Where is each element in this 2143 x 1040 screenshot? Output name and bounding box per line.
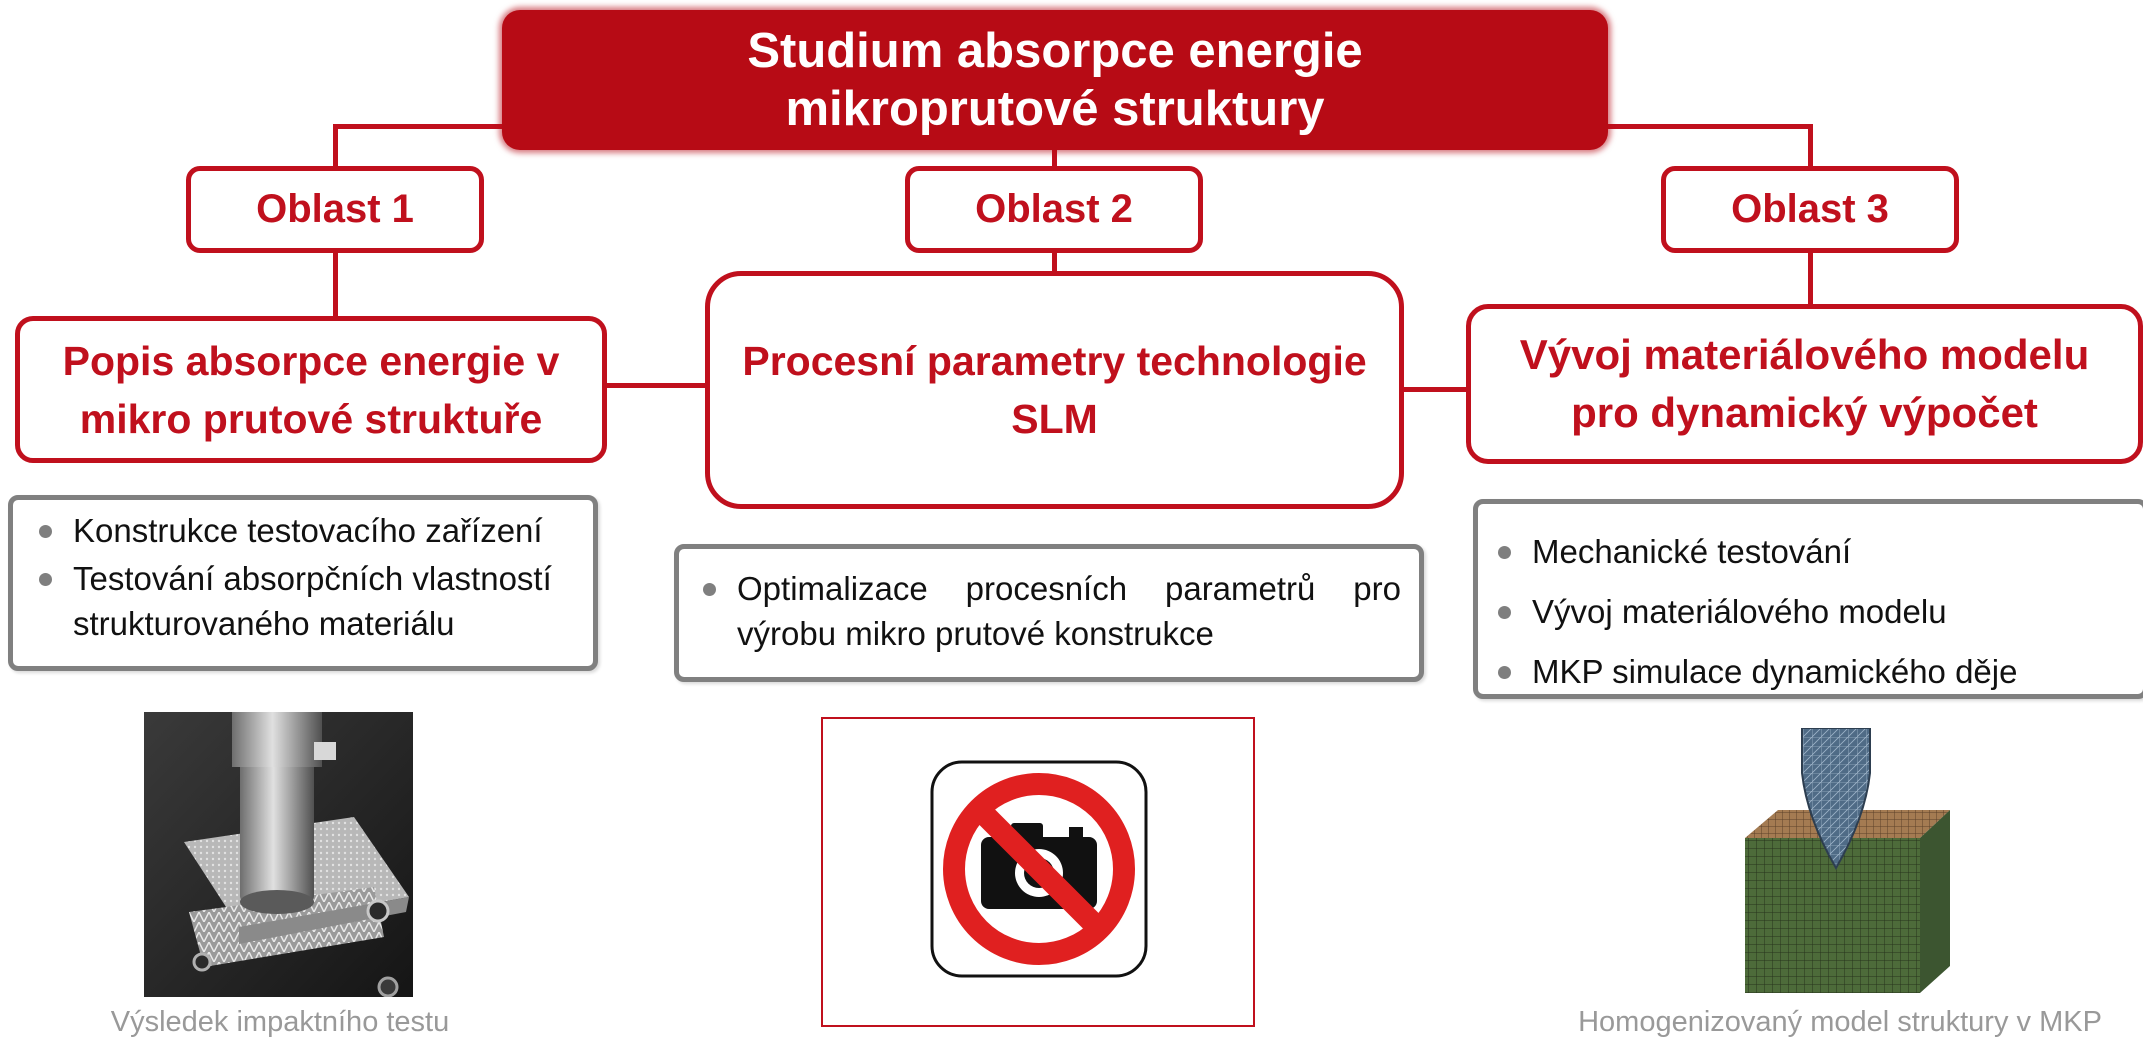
main-title: Studium absorpce energie mikroprutové st… xyxy=(502,10,1608,150)
list-item-text: Testování absorpčních vlastností struktu… xyxy=(73,560,552,642)
list-item-text: MKP simulace dynamického děje xyxy=(1532,653,2018,690)
list-item-text: Optimalizace procesních parametrů pro vý… xyxy=(737,570,1401,652)
topic-1-line1: Popis absorpce energie v xyxy=(62,337,560,384)
list-item-text: Konstrukce testovacího zařízení xyxy=(73,512,543,549)
connector-area1-topic xyxy=(333,253,338,318)
list-item: MKP simulace dynamického děje xyxy=(1494,642,2123,702)
list-item: Optimalizace procesních parametrů pro vý… xyxy=(699,566,1401,656)
bullet-dot-icon xyxy=(39,573,52,586)
area-3-label-text: Oblast 3 xyxy=(1731,187,1889,231)
connector-area2-vertical xyxy=(1052,148,1057,170)
list-item: Konstrukce testovacího zařízení xyxy=(35,508,573,553)
area-2-label-text: Oblast 2 xyxy=(975,187,1133,231)
topic-3-line2: pro dynamický výpočet xyxy=(1571,389,2038,436)
area-1-bullets: Konstrukce testovacího zařízení Testován… xyxy=(8,495,598,671)
list-item: Mechanické testování xyxy=(1494,522,2123,582)
main-title-line1: Studium absorpce energie xyxy=(747,24,1363,78)
list-item: Vývoj materiálového modelu xyxy=(1494,582,2123,642)
bullet-dot-icon xyxy=(39,525,52,538)
bullet-dot-icon xyxy=(1498,666,1511,679)
topic-1-box: Popis absorpce energie v mikro prutové s… xyxy=(15,316,607,463)
area-2-bullets: Optimalizace procesních parametrů pro vý… xyxy=(674,544,1424,682)
area-3-bullets: Mechanické testování Vývoj materiálového… xyxy=(1473,499,2143,699)
topic-3-line1: Vývoj materiálového modelu xyxy=(1519,331,2090,378)
topic-3-box: Vývoj materiálového modelu pro dynamický… xyxy=(1466,304,2143,464)
connector-area3-topic xyxy=(1808,253,1813,306)
topic-2-line2: SLM xyxy=(1011,396,1098,442)
main-title-line2: mikroprutové struktury xyxy=(785,82,1325,136)
bullet-dot-icon xyxy=(1498,546,1511,559)
topic-2-line1: Procesní parametry technologie xyxy=(742,338,1367,384)
connector-area1-vertical xyxy=(333,124,338,170)
area-1-label-text: Oblast 1 xyxy=(256,187,414,231)
area-3-label: Oblast 3 xyxy=(1661,166,1959,253)
photo-placeholder-frame xyxy=(821,717,1255,1027)
connector-area2-topic xyxy=(1052,253,1057,273)
connector-topic2-topic3 xyxy=(1403,387,1468,392)
caption-impact-test: Výsledek impaktního testu xyxy=(110,1006,450,1038)
area-2-label: Oblast 2 xyxy=(905,166,1203,253)
no-camera-icon xyxy=(930,760,1148,978)
connector-area3-vertical xyxy=(1808,124,1813,170)
list-item-text: Mechanické testování xyxy=(1532,533,1852,570)
list-item-text: Vývoj materiálového modelu xyxy=(1532,593,1947,630)
topic-2-box: Procesní parametry technologie SLM xyxy=(705,271,1404,509)
list-item: Testování absorpčních vlastností struktu… xyxy=(35,556,573,646)
topic-1-line2: mikro prutové struktuře xyxy=(79,395,543,442)
bullet-dot-icon xyxy=(1498,606,1511,619)
area-1-label: Oblast 1 xyxy=(186,166,484,253)
fem-model-image xyxy=(1740,727,1955,1000)
impact-test-photo xyxy=(144,712,413,998)
bullet-dot-icon xyxy=(703,583,716,596)
connector-topic1-topic2 xyxy=(605,383,709,388)
caption-fem-model: Homogenizovaný model struktury v MKP xyxy=(1578,1006,2102,1038)
